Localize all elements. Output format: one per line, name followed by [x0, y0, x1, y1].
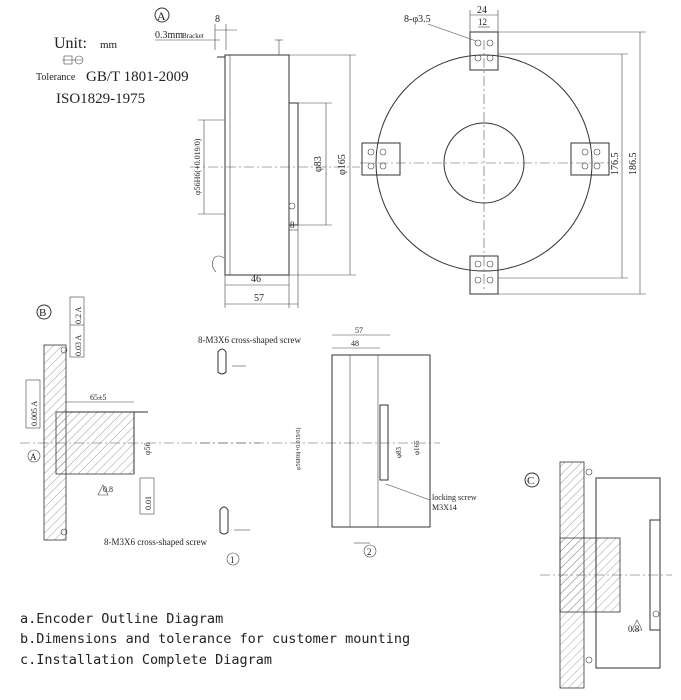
gdt-gap: 0.03 A [74, 334, 83, 356]
view-a-front-ring [360, 40, 610, 290]
dim-83-side: φ83 [313, 156, 324, 172]
screws-top-label: 8-M3X6 cross-shaped screw [198, 335, 301, 345]
encoder-side-b: locking screw M3X14 2 [200, 354, 477, 558]
dim-176-5: 176.5 [610, 153, 621, 176]
view-a-side-dims: 8 0.3mm Bracket φ165 φ83 φ56H6(+0.019/0)… [155, 14, 356, 308]
dim-186-5: 186.5 [628, 153, 639, 176]
dim-83-b: φ83 [395, 446, 403, 458]
dim-165-side: φ165 [337, 154, 348, 175]
screw-detail-bottom: 8-M3X6 cross-shaped screw 1 [104, 506, 250, 566]
units-block: Unit: mm [54, 35, 118, 52]
dim-48-b: 48 [351, 339, 359, 348]
svg-text:A: A [157, 9, 166, 23]
mounting-brackets [361, 31, 610, 295]
view-a-side-outline [190, 39, 360, 276]
view-c-marker: C [524, 472, 540, 488]
caption-a: a.Encoder Outline Diagram [20, 611, 224, 627]
tolerance-std-2: ISO1829-1975 [56, 91, 145, 107]
tolerance-icon [62, 55, 84, 65]
dim-bracket-thickness: 0.3mm [155, 30, 183, 41]
dim-57: 57 [254, 293, 264, 304]
gdt-flatness: 0.2 A [74, 306, 83, 324]
dim-165-b: φ165 [413, 440, 421, 455]
dim-46: 46 [251, 274, 261, 285]
caption-c: c.Installation Complete Diagram [20, 652, 272, 668]
dim-57-b: 57 [355, 326, 363, 335]
gdt-perpendicularity: 0.01 [144, 496, 153, 510]
dim-24: 24 [477, 5, 487, 16]
dim-12: 12 [478, 17, 487, 27]
tolerance-std-1: GB/T 1801-2009 [86, 69, 189, 85]
gdt-runout: 0.005 A [30, 400, 39, 426]
locking-screw-label: locking screw [432, 493, 477, 502]
view-c-assembly: 0.8 [540, 461, 672, 689]
caption-b: b.Dimensions and tolerance for customer … [20, 631, 411, 647]
bracket-label: Bracket [182, 32, 204, 40]
svg-text:A: A [30, 452, 37, 462]
datum-a-marker: A [27, 449, 41, 463]
view-a-marker: A [154, 7, 170, 23]
dim-shaft: φ56 [143, 442, 152, 455]
view-a-front-dims: 8-φ3.5 24 12 176.5 186.5 [404, 5, 646, 295]
units-value: mm [100, 39, 118, 51]
dim-56h6-b: φ56H6(+0.019/0) [295, 428, 302, 470]
view-b-marker: B [36, 304, 52, 320]
gdt-frame-top: 0.2 A 0.03 A [69, 296, 85, 358]
dim-56h6-side: φ56H6(+0.019/0) [193, 138, 202, 195]
customer-housing [20, 344, 260, 541]
svg-text:C: C [527, 475, 534, 487]
screw-detail-top: 8-M3X6 cross-shaped screw [198, 335, 301, 375]
roughness-b: 0.8 [103, 485, 113, 494]
view-b-dims: 65±5 φ56 0.8 0.01 [66, 393, 155, 515]
screws-bottom-label: 8-M3X6 cross-shaped screw [104, 537, 207, 547]
gdt-runout-frame: 0.005 A [25, 379, 41, 429]
svg-text:B: B [39, 307, 46, 319]
encoder-side-b-dims: 57 48 φ56H6(+0.019/0) φ83 φ165 [295, 326, 421, 470]
roughness-c: 0.8 [628, 624, 640, 634]
step-1-marker: 1 [230, 555, 235, 565]
hole-spec: 8-φ3.5 [404, 14, 431, 25]
locking-screw-spec: M3X14 [432, 503, 457, 512]
dim-8-top: 8 [215, 14, 220, 25]
units-label: Unit: [54, 35, 87, 52]
dim-8-bottom: 8 [290, 220, 295, 230]
tolerance-label: Tolerance [36, 72, 76, 83]
dim-65: 65±5 [90, 393, 106, 402]
step-2-marker: 2 [367, 547, 372, 557]
